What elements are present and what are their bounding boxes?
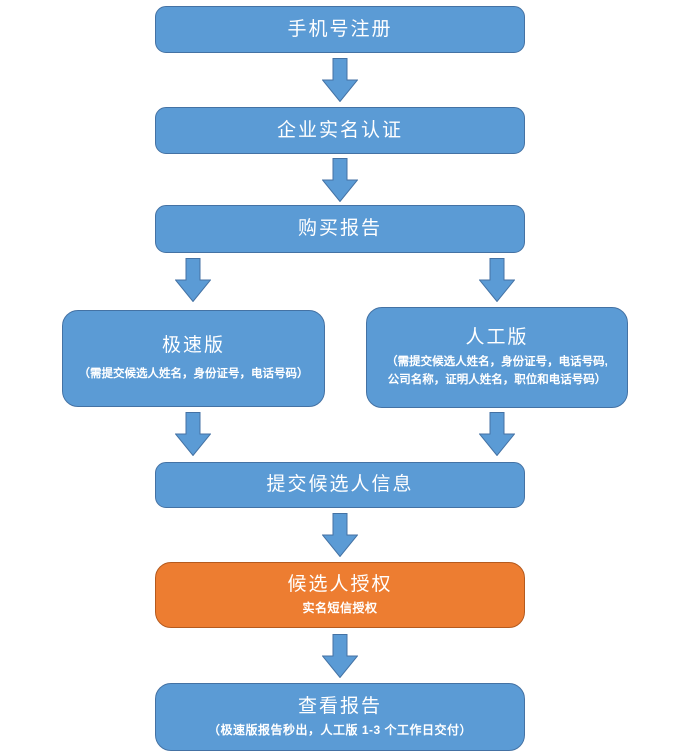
node-view-report: 查看报告 （极速版报告秒出，人工版 1-3 个工作日交付）: [155, 683, 525, 751]
node-title: 提交候选人信息: [266, 474, 414, 496]
node-title: 购买报告: [297, 218, 382, 240]
node-title: 人工版: [465, 327, 529, 349]
node-subtitle: （需提交候选人姓名，身份证号，电话号码, 公司名称，证明人姓名，职位和电话号码）: [386, 353, 608, 390]
down-arrow-icon: [479, 258, 515, 302]
node-title: 企业实名认证: [276, 119, 403, 141]
node-submit-candidate-info: 提交候选人信息: [155, 462, 525, 508]
node-express-version: 极速版 （需提交候选人姓名，身份证号，电话号码）: [62, 310, 325, 407]
node-phone-register: 手机号注册: [155, 6, 525, 53]
down-arrow-icon: [322, 513, 358, 557]
node-subtitle-line2: 公司名称，证明人姓名，职位和电话号码）: [387, 374, 607, 387]
down-arrow-icon: [175, 412, 211, 456]
down-arrow-icon: [479, 412, 515, 456]
node-enterprise-verify: 企业实名认证: [155, 107, 525, 154]
node-manual-version: 人工版 （需提交候选人姓名，身份证号，电话号码, 公司名称，证明人姓名，职位和电…: [366, 307, 628, 408]
node-purchase-report: 购买报告: [155, 205, 525, 253]
down-arrow-icon: [322, 158, 358, 202]
node-subtitle: （需提交候选人姓名，身份证号，电话号码）: [78, 368, 309, 381]
node-subtitle-line1: （需提交候选人姓名，身份证号，电话号码,: [386, 355, 608, 368]
node-title: 手机号注册: [287, 18, 393, 40]
node-subtitle: （极速版报告秒出，人工版 1-3 个工作日交付）: [207, 723, 472, 738]
node-title: 候选人授权: [287, 573, 393, 595]
down-arrow-icon: [322, 58, 358, 102]
down-arrow-icon: [322, 634, 358, 678]
node-candidate-authorization: 候选人授权 实名短信授权: [155, 562, 525, 628]
node-title: 查看报告: [297, 695, 382, 717]
node-subtitle: 实名短信授权: [302, 601, 378, 616]
down-arrow-icon: [175, 258, 211, 302]
node-title: 极速版: [161, 335, 225, 357]
